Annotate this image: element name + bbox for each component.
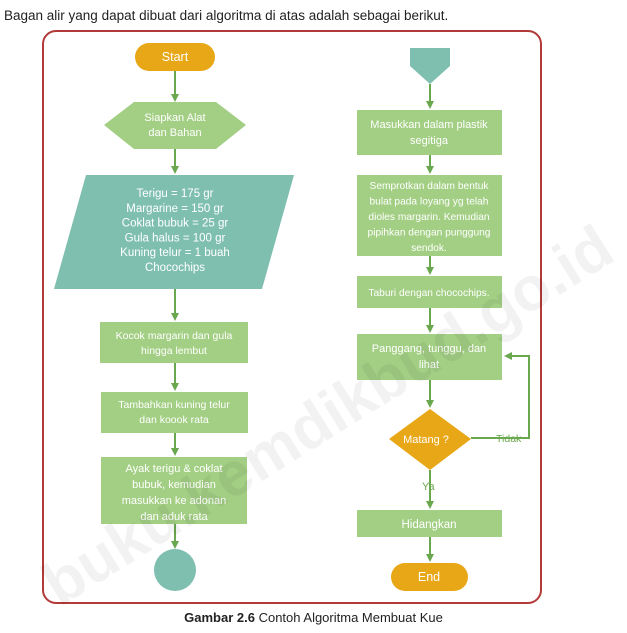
egg-label-line: dan koook rata bbox=[139, 414, 209, 426]
pipe-label-line: bulat pada loyang yg telah bbox=[370, 197, 489, 208]
decision-label-line: Matang ? bbox=[403, 434, 449, 446]
end-label-line: End bbox=[418, 570, 440, 584]
node-decision: Matang ? bbox=[389, 409, 471, 470]
svg-text:Hidangkan: Hidangkan bbox=[402, 519, 457, 531]
node-connector-circle bbox=[154, 549, 196, 591]
serve-label-line: Hidangkan bbox=[402, 519, 457, 531]
caption-label: Gambar 2.6 bbox=[184, 610, 255, 625]
arrows-right bbox=[426, 84, 530, 562]
ingredients-label-line: Gula halus = 100 gr bbox=[125, 232, 226, 244]
node-serve: Hidangkan bbox=[357, 510, 502, 537]
edge-label-no: Tidak bbox=[496, 433, 522, 445]
ingredients-label-line: Chocochips bbox=[145, 262, 205, 274]
node-egg: Tambahkan kuning telur dan koook rata bbox=[101, 392, 248, 433]
caption-text: Contoh Algoritma Membuat Kue bbox=[258, 610, 443, 625]
flowchart-frame bbox=[42, 30, 542, 604]
bag-label-line: Masukkan dalam plastik bbox=[370, 119, 488, 131]
bake-label-line: lihat bbox=[419, 359, 439, 371]
ingredients-label-line: Margarine = 150 gr bbox=[126, 203, 224, 215]
node-start: Start bbox=[135, 43, 215, 71]
sprinkle-label-line: Taburi dengan chocochips. bbox=[368, 288, 489, 299]
svg-text:End: End bbox=[418, 570, 440, 584]
sift-label-line: masukkan ke adonan bbox=[122, 495, 227, 507]
bag-label-line: segitiga bbox=[410, 135, 449, 147]
arrow-decision-bake-no bbox=[471, 352, 530, 439]
node-offpage-connector bbox=[410, 48, 450, 84]
pipe-label-line: sendok. bbox=[411, 243, 447, 254]
sift-label-line: Ayak terigu & coklat bbox=[125, 463, 222, 475]
node-mix: Kocok margarin dan gula hingga lembut bbox=[100, 322, 248, 363]
ingredients-label-line: Terigu = 175 gr bbox=[136, 188, 213, 200]
prep-label-line: dan Bahan bbox=[148, 127, 201, 139]
ingredients-label-line: Kuning telur = 1 buah bbox=[120, 247, 230, 259]
svg-text:Start: Start bbox=[162, 50, 189, 64]
svg-text:Taburi dengan chocochips.: Taburi dengan chocochips. bbox=[368, 288, 489, 299]
pipe-label-line: Semprotkan dalam bentuk bbox=[370, 181, 490, 192]
node-sprinkle: Taburi dengan chocochips. bbox=[357, 276, 502, 308]
intro-text: Bagan alir yang dapat dibuat dari algori… bbox=[4, 8, 449, 23]
node-prep: Siapkan Alat dan Bahan bbox=[104, 102, 246, 149]
node-pipe: Semprotkan dalam bentuk bulat pada loyang… bbox=[357, 175, 502, 256]
node-bag: Masukkan dalam plastik segitiga bbox=[357, 110, 502, 155]
pipe-label-line: dioles margarin. Kemudian bbox=[368, 212, 489, 223]
node-ingredients: Terigu = 175 gr Margarine = 150 gr Coklat … bbox=[54, 175, 294, 289]
mix-label-line: Kocok margarin dan gula bbox=[116, 330, 233, 342]
node-sift: Ayak terigu & coklat bubuk, kemudian masuk… bbox=[101, 457, 247, 524]
node-bake: Panggang, tunggu, dan lihat bbox=[357, 334, 502, 380]
prep-label-line: Siapkan Alat bbox=[144, 112, 205, 124]
sift-label-line: dan aduk rata bbox=[140, 511, 208, 523]
egg-label-line: Tambahkan kuning telur bbox=[118, 399, 230, 411]
node-end: End bbox=[391, 563, 468, 591]
start-label-line: Start bbox=[162, 50, 189, 64]
figure-caption: Gambar 2.6 Contoh Algoritma Membuat Kue bbox=[0, 610, 627, 625]
mix-label-line: hingga lembut bbox=[141, 345, 207, 357]
sift-label-line: bubuk, kemudian bbox=[132, 479, 216, 491]
bake-label-line: Panggang, tunggu, dan bbox=[372, 343, 486, 355]
svg-text:Matang ?: Matang ? bbox=[403, 434, 449, 446]
edge-label-yes: Ya bbox=[422, 481, 436, 493]
ingredients-label-line: Coklat bubuk = 25 gr bbox=[122, 218, 229, 230]
pipe-label-line: pipihkan dengan punggung bbox=[368, 228, 491, 239]
